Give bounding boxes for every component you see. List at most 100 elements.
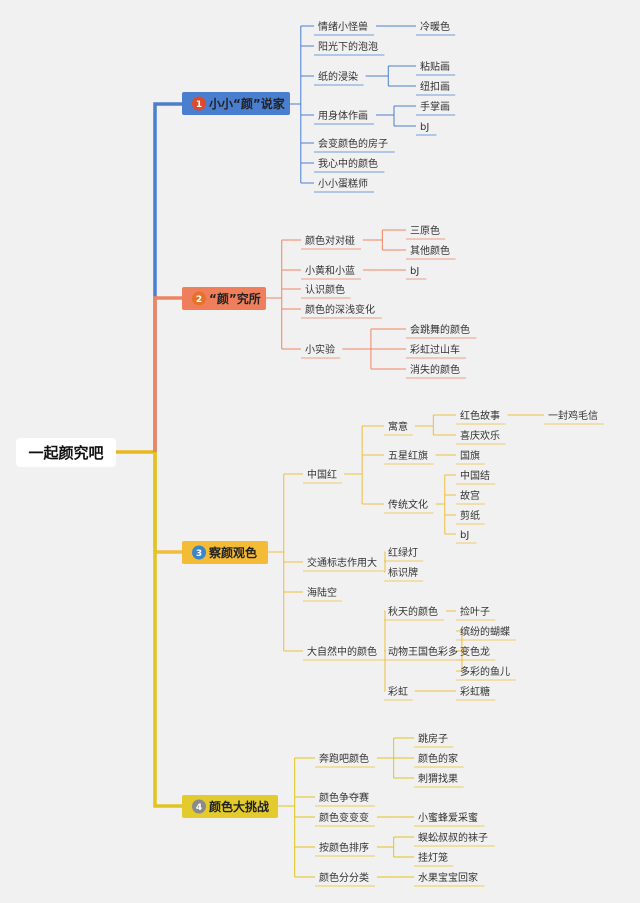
subtopic-node[interactable]: 秋天的颜色 xyxy=(384,605,444,621)
topic-label: 颜色分分类 xyxy=(319,871,369,884)
topic-label: 交通标志作用大 xyxy=(307,556,377,569)
detail-node[interactable]: 剪纸 xyxy=(456,509,485,525)
topic-label: 颜色变变变 xyxy=(319,811,369,824)
topic-node[interactable]: 颜色对对碰 xyxy=(301,234,361,250)
topic-node[interactable]: 颜色分分类 xyxy=(315,871,375,887)
subtopic-node[interactable]: 挂灯笼 xyxy=(414,851,454,867)
subtopic-label: 颜色的家 xyxy=(418,752,458,765)
topic-node[interactable]: 小实验 xyxy=(301,343,341,359)
topic-node[interactable]: 海陆空 xyxy=(303,586,343,602)
topic-node[interactable]: 颜色争夺赛 xyxy=(315,791,375,807)
subtopic-node[interactable]: 传统文化 xyxy=(384,498,434,514)
detail-node[interactable]: 红色故事 xyxy=(456,409,506,425)
subtopic-node[interactable]: 冷暖色 xyxy=(416,20,456,36)
subtopic-label: bJ xyxy=(420,122,429,133)
subtopic-label: 五星红旗 xyxy=(388,449,428,462)
detail-node[interactable]: 喜庆欢乐 xyxy=(456,429,506,445)
detail-node[interactable]: 捡叶子 xyxy=(456,605,496,621)
subtopic-label: 小蜜蜂爱采蜜 xyxy=(418,811,478,824)
subtopic-node[interactable]: 蜈蚣叔叔的袜子 xyxy=(414,831,495,847)
detail-node[interactable]: 故宫 xyxy=(456,489,485,505)
topic-node[interactable]: 纸的浸染 xyxy=(314,70,364,86)
subtopic-node[interactable]: 小蜜蜂爱采蜜 xyxy=(414,811,485,827)
subtopic-label: 会跳舞的颜色 xyxy=(410,323,470,336)
subtopic-node[interactable]: 手掌画 xyxy=(416,100,456,116)
subtopic-node[interactable]: 粘贴画 xyxy=(416,60,456,76)
root-node-box xyxy=(16,438,116,467)
subtopic-node[interactable]: 颜色的家 xyxy=(414,752,464,768)
topic-node[interactable]: 阳光下的泡泡 xyxy=(314,40,385,56)
topic-node[interactable]: 颜色的深浅变化 xyxy=(301,303,382,319)
topic-label: 颜色争夺赛 xyxy=(319,791,369,804)
subtopic-node[interactable]: 其他颜色 xyxy=(406,244,456,260)
subtopic-node[interactable]: 纽扣画 xyxy=(416,80,456,96)
branch-label: 察颜观色 xyxy=(209,545,257,560)
detail-node[interactable]: 多彩的鱼儿 xyxy=(456,665,516,681)
branch-label: “颜”究所 xyxy=(209,291,261,306)
subtopic-node[interactable]: bJ xyxy=(416,122,437,136)
subtopic-label: 动物王国色彩多 xyxy=(388,645,458,658)
subtopic-node[interactable]: 彩虹 xyxy=(384,686,413,701)
topic-node[interactable]: 情绪小怪兽 xyxy=(314,20,374,36)
subtopic-node[interactable]: 彩虹过山车 xyxy=(406,343,466,359)
subtopic-node[interactable]: 刺猬找果 xyxy=(414,772,464,788)
topic-label: 我心中的颜色 xyxy=(318,157,378,170)
subtopic-label: 手掌画 xyxy=(420,100,450,113)
detail-node[interactable]: bJ xyxy=(456,530,477,544)
detail-label: 红色故事 xyxy=(460,409,500,422)
detail-node[interactable]: 变色龙 xyxy=(456,645,496,661)
branch-node[interactable]: 2 “颜”究所 xyxy=(182,287,266,310)
detail-label: 捡叶子 xyxy=(460,605,490,618)
branch-box xyxy=(182,92,290,115)
subtopic-label: 跳房子 xyxy=(418,732,448,745)
branch-label: 颜色大挑战 xyxy=(209,799,269,814)
branch-box xyxy=(182,541,268,564)
subtopic-node[interactable]: 三原色 xyxy=(406,224,446,240)
topic-label: 认识颜色 xyxy=(305,283,345,296)
subtopic-node[interactable]: 标识牌 xyxy=(384,566,424,582)
subtopic-label: 标识牌 xyxy=(388,566,418,579)
detail-node[interactable]: 缤纷的蝴蝶 xyxy=(456,625,516,641)
detail-node[interactable]: 国旗 xyxy=(456,449,485,465)
subtopic-node[interactable]: 五星红旗 xyxy=(384,449,434,465)
subtopic-node[interactable]: 动物王国色彩多 xyxy=(384,645,465,661)
subtopic-node[interactable]: 寓意 xyxy=(384,420,413,436)
root-node[interactable]: 一起颜究吧 xyxy=(16,438,116,467)
topic-node[interactable]: 认识颜色 xyxy=(301,283,351,299)
subtopic-label: 三原色 xyxy=(410,224,440,237)
subtopic-node[interactable]: 消失的颜色 xyxy=(406,363,466,379)
subtopic-node[interactable]: 跳房子 xyxy=(414,732,454,748)
branch-number: 4 xyxy=(196,803,202,813)
topic-node[interactable]: 大自然中的颜色 xyxy=(303,645,384,661)
detail-label: 故宫 xyxy=(460,489,480,502)
topic-label: 小小蛋糕师 xyxy=(318,177,368,190)
topic-node[interactable]: 中国红 xyxy=(303,468,343,484)
topic-node[interactable]: 我心中的颜色 xyxy=(314,157,385,173)
subtopic-node[interactable]: 会跳舞的颜色 xyxy=(406,323,477,339)
subtopic-label: 其他颜色 xyxy=(410,244,450,257)
leaf-node[interactable]: 一封鸡毛信 xyxy=(544,409,604,425)
detail-label: 多彩的鱼儿 xyxy=(460,665,510,678)
subtopic-label: 冷暖色 xyxy=(420,20,450,33)
detail-node[interactable]: 彩虹糖 xyxy=(456,685,496,701)
topic-node[interactable]: 奔跑吧颜色 xyxy=(315,752,375,768)
subtopic-node[interactable]: 红绿灯 xyxy=(384,546,424,562)
branch-number: 2 xyxy=(196,295,202,305)
subtopic-node[interactable]: bJ xyxy=(406,266,427,280)
topic-node[interactable]: 交通标志作用大 xyxy=(303,556,384,572)
topic-node[interactable]: 小小蛋糕师 xyxy=(314,177,374,193)
branch-node[interactable]: 4 颜色大挑战 xyxy=(182,795,278,818)
subtopic-node[interactable]: 水果宝宝回家 xyxy=(414,871,485,887)
topic-node[interactable]: 按颜色排序 xyxy=(315,841,375,857)
topic-node[interactable]: 小黄和小蓝 xyxy=(301,264,361,280)
topic-node[interactable]: 用身体作画 xyxy=(314,109,374,125)
topic-label: 颜色的深浅变化 xyxy=(305,303,375,316)
number-badge-icon xyxy=(192,96,206,111)
topic-label: 中国红 xyxy=(307,468,337,481)
topic-node[interactable]: 颜色变变变 xyxy=(315,811,375,827)
topic-node[interactable]: 会变颜色的房子 xyxy=(314,137,395,153)
detail-node[interactable]: 中国结 xyxy=(456,469,496,485)
